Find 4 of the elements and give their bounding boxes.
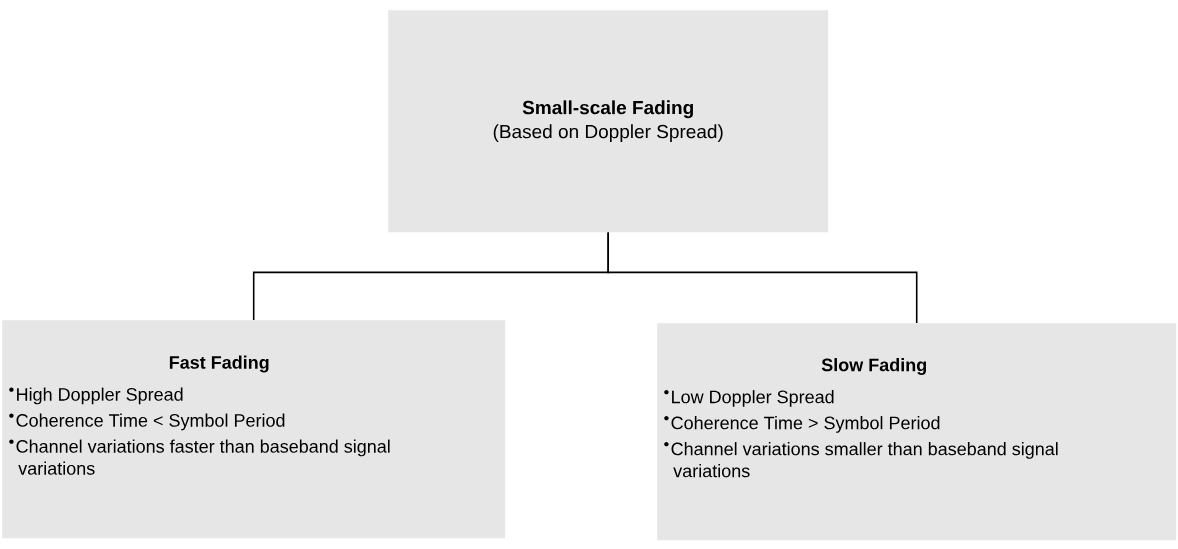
fading-box: Fast Fading High Doppler Spread Coherence Time < Symbol Period Channel variations faster than baseband signal variations	[2, 320, 506, 539]
fading-box: Small-scale Fading (Based on Doppler Spread)	[388, 10, 829, 233]
connector-line	[607, 231, 918, 324]
fading-box: Slow Fading Low Doppler Spread Coherence Time > Symbol Period Channel variations smaller than baseband signal variations	[657, 323, 1177, 541]
